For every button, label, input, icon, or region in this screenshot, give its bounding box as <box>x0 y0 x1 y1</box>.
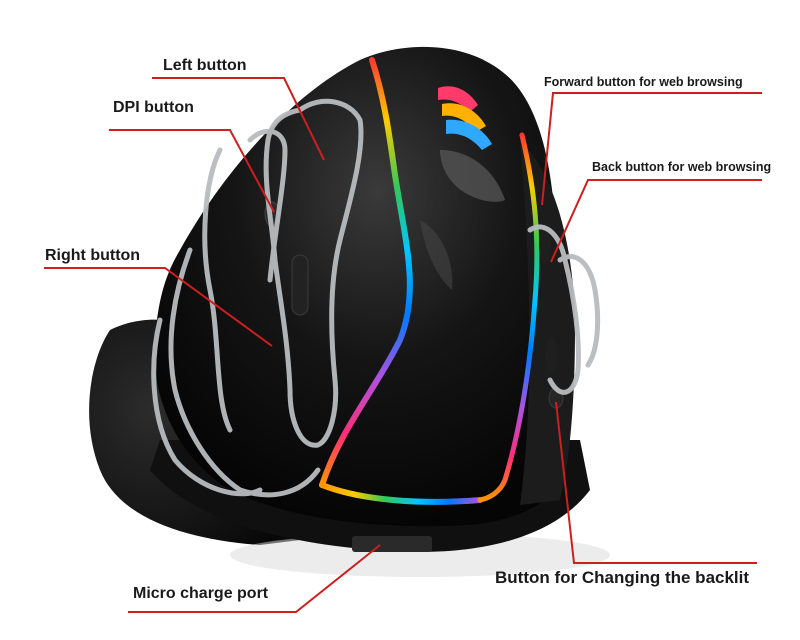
callout-right-button: Right button <box>45 247 141 264</box>
callout-dpi-button: DPI button <box>113 99 194 116</box>
scroll-wheel <box>291 254 309 316</box>
leader-line-dpi-button <box>109 129 275 213</box>
leader-line-left-button <box>152 77 325 161</box>
leader-line-right-button <box>44 267 273 347</box>
callout-charge-port: Micro charge port <box>133 585 269 602</box>
leader-line-back-button <box>550 179 762 263</box>
leader-lines <box>44 77 762 613</box>
leader-line-backlit-button <box>555 401 757 564</box>
led-strip-side <box>477 132 540 503</box>
gloss-highlight-2 <box>420 220 453 290</box>
gloss-highlight <box>440 150 505 202</box>
callout-backlit-button: Button for Changing the backlit <box>495 568 750 587</box>
side-panel <box>520 140 575 505</box>
led-strip-main <box>319 57 413 488</box>
leader-line-charge-port <box>128 544 381 613</box>
leader-line-forward-button <box>541 92 762 206</box>
back-button-shape <box>545 337 557 373</box>
forward-button-shape <box>539 227 551 263</box>
charge-port-shape <box>352 536 432 552</box>
callout-back-button: Back button for web browsing <box>592 160 772 174</box>
hand-outline <box>151 98 601 498</box>
led-strip-bottom <box>319 482 483 505</box>
callout-forward-button: Forward button for web browsing <box>544 75 743 89</box>
logo-icon <box>438 86 492 150</box>
callout-left-button: Left button <box>163 57 247 74</box>
